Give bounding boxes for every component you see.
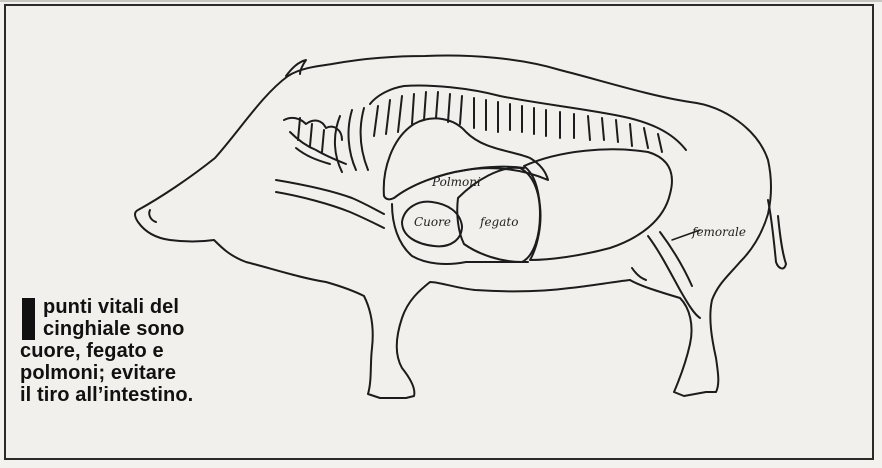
label-polmoni: Polmoni bbox=[431, 175, 481, 189]
ear bbox=[286, 60, 306, 76]
snout bbox=[149, 210, 156, 222]
caption: punti vitali del cinghiale sono cuore, f… bbox=[20, 296, 270, 406]
caption-line-2: cinghiale sono bbox=[20, 318, 270, 340]
caption-line-1: punti vitali del bbox=[20, 296, 270, 318]
tail bbox=[768, 200, 786, 268]
caption-line-3: cuore, fegato e bbox=[20, 340, 270, 362]
oesophagus bbox=[276, 192, 384, 228]
trachea bbox=[276, 180, 384, 214]
label-fegato: fegato bbox=[479, 215, 518, 229]
intestine-outline bbox=[524, 149, 672, 260]
caption-line-5: il tiro all’intestino. bbox=[20, 384, 270, 406]
spine bbox=[284, 85, 686, 172]
label-cuore: Cuore bbox=[414, 215, 451, 229]
label-femorale: femorale bbox=[691, 225, 746, 239]
dropcap-i bbox=[22, 298, 35, 340]
femoral-artery-line bbox=[648, 236, 700, 318]
caption-line-4: polmoni; evitare bbox=[20, 362, 270, 384]
